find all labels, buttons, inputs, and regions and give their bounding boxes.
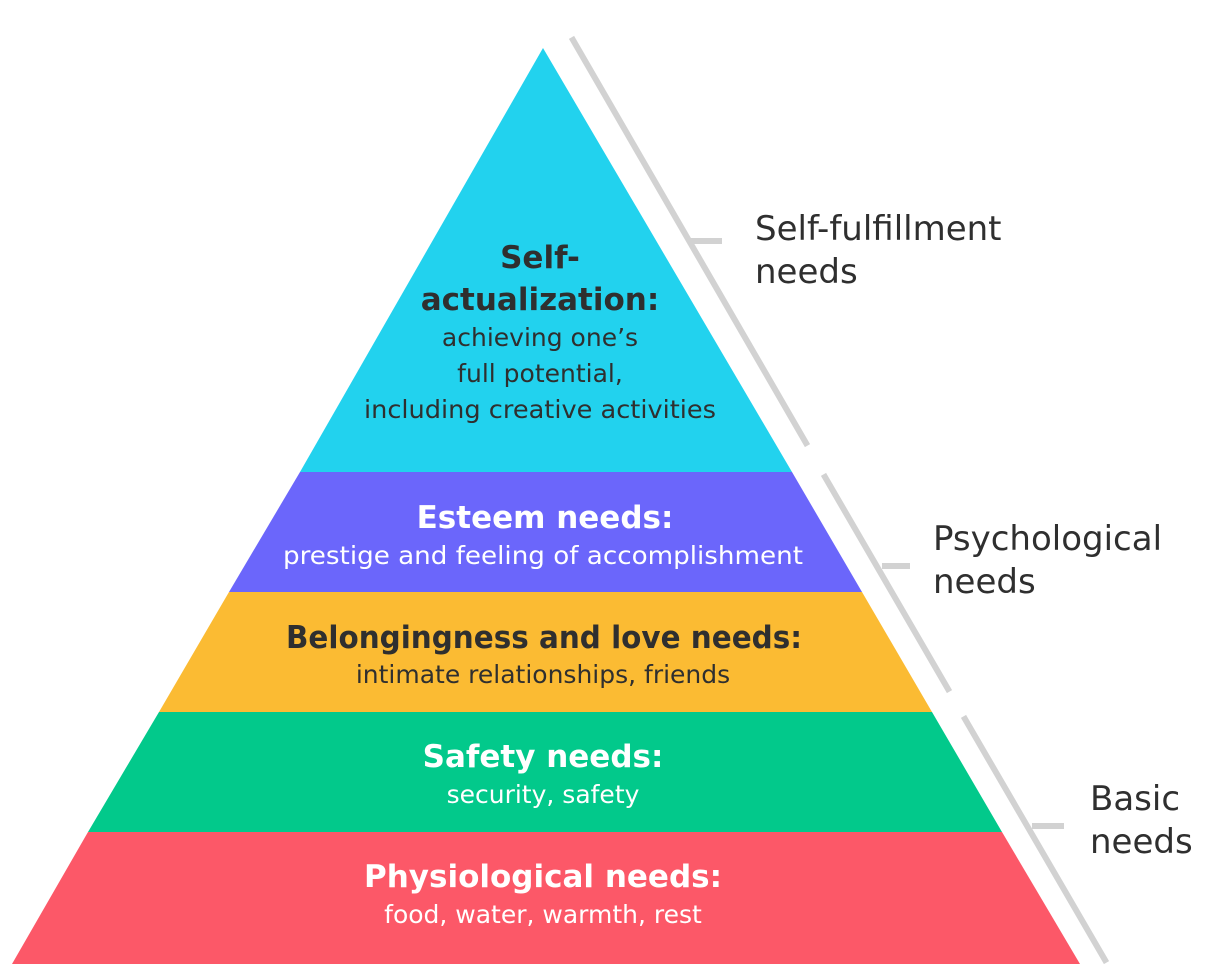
self-actualization-title-line1: Self- <box>500 240 580 276</box>
basic-label-line1: Basic <box>1090 779 1180 819</box>
self-fulfillment-bracket <box>568 35 811 448</box>
basic-label-line2: needs <box>1090 822 1193 862</box>
safety-desc: security, safety <box>447 780 640 809</box>
esteem-text: Esteem needs: prestige and feeling of ac… <box>283 500 803 570</box>
esteem-title: Esteem needs: <box>417 500 674 536</box>
safety-text: Safety needs: security, safety <box>423 739 664 809</box>
self-actualization-desc-line1: achieving one’s <box>442 323 638 352</box>
psychological-label-line2: needs <box>933 562 1036 602</box>
self-actualization-text: Self- actualization: achieving one’s ful… <box>364 240 716 424</box>
self-fulfillment-label: Self-fulfillment needs <box>755 209 1002 292</box>
esteem-desc: prestige and feeling of accomplishment <box>283 541 803 570</box>
psychological-label: Psychological needs <box>933 519 1162 602</box>
physiological-title: Physiological needs: <box>364 859 722 895</box>
basic-label: Basic needs <box>1090 779 1193 862</box>
physiological-desc: food, water, warmth, rest <box>384 900 702 929</box>
belonging-text: Belongingness and love needs: intimate r… <box>286 620 802 689</box>
self-actualization-desc-line3: including creative activities <box>364 395 716 424</box>
self-fulfillment-label-line1: Self-fulfillment <box>755 209 1002 249</box>
self-actualization-title-line2: actualization: <box>421 282 660 318</box>
esteem-layer <box>229 472 862 592</box>
self-fulfillment-label-line2: needs <box>755 252 858 292</box>
psychological-label-line1: Psychological <box>933 519 1162 559</box>
belonging-title: Belongingness and love needs: <box>286 620 802 656</box>
belonging-desc: intimate relationships, friends <box>356 660 730 689</box>
self-actualization-layer <box>300 48 792 472</box>
safety-layer <box>88 712 1002 832</box>
safety-title: Safety needs: <box>423 739 664 775</box>
belonging-layer <box>159 592 932 712</box>
psychological-bracket <box>820 472 953 694</box>
basic-bracket <box>960 714 1110 964</box>
physiological-text: Physiological needs: food, water, warmth… <box>364 859 722 929</box>
physiological-layer <box>12 832 1080 964</box>
self-actualization-desc-line2: full potential, <box>457 359 623 388</box>
